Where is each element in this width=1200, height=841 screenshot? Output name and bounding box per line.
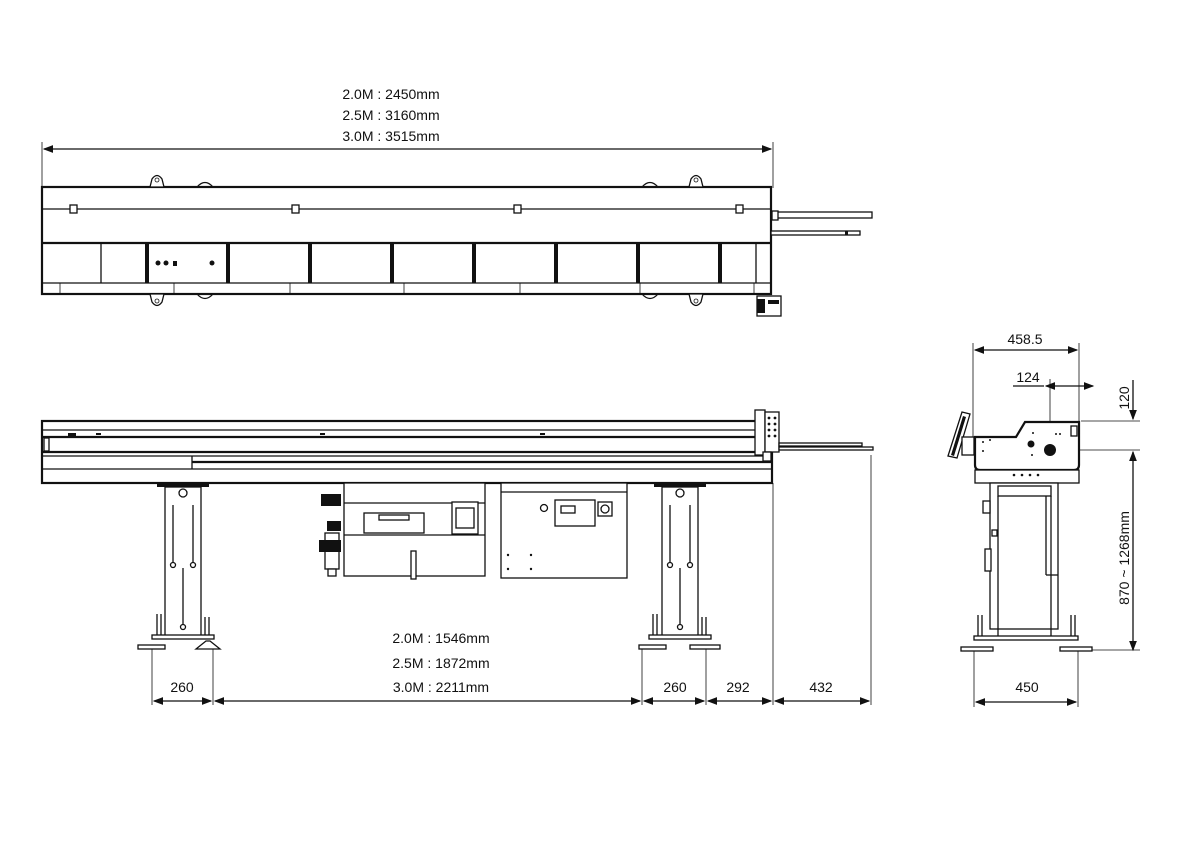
top-width-label: 458.5 <box>1007 331 1042 347</box>
left-leg-width-label: 260 <box>170 679 194 695</box>
front-head-unit <box>754 409 780 462</box>
spindle-offset-label: 124 <box>1016 369 1040 385</box>
side-column <box>982 482 1059 636</box>
pusher-rods <box>770 210 873 236</box>
height-range-label: 870 ~ 1268mm <box>1116 511 1132 605</box>
right-leg-width-label: 260 <box>663 679 687 695</box>
support-posts <box>100 243 757 283</box>
spindle-to-top-label: 120 <box>1116 386 1132 410</box>
top-view: 2.0M : 2450mm 2.5M : 3160mm 3.0M : 3515m… <box>40 86 873 317</box>
bar-extension-label: 432 <box>809 679 833 695</box>
leg-span-2-0m-label: 2.0M : 1546mm <box>392 630 489 646</box>
front-overhang-label: 292 <box>726 679 750 695</box>
control-cabinet <box>500 482 628 579</box>
leg-span-2-5m-label: 2.5M : 1872mm <box>392 655 489 671</box>
leg-span-3-0m-label: 3.0M : 2211mm <box>393 679 489 695</box>
operator-panel <box>947 411 975 459</box>
top-view-body <box>40 185 773 296</box>
overall-length-2-0m: 2.0M : 2450mm <box>342 86 439 102</box>
lifting-eyes <box>149 174 704 307</box>
electrical-cabinet <box>319 482 486 580</box>
side-view: 458.5 124 120 870 ~ 1268mm <box>947 331 1140 707</box>
left-leg <box>137 483 222 650</box>
front-view: 260 2.0M : 1546mm 2.5M : 1872mm 3.0M : 2… <box>40 409 874 705</box>
front-extension-lines <box>151 455 872 705</box>
base-width-label: 450 <box>1015 679 1039 695</box>
overall-length-2-5m: 2.5M : 3160mm <box>342 107 439 123</box>
rail-clamps <box>69 204 744 214</box>
right-leg <box>638 483 721 650</box>
side-feet <box>960 615 1093 652</box>
overall-length-dimension-line <box>41 142 774 188</box>
overall-length-3-0m: 3.0M : 3515mm <box>342 128 439 144</box>
control-panel-buttons <box>155 260 215 266</box>
front-bar-extension <box>778 442 874 451</box>
side-control-box <box>756 295 782 317</box>
side-head-profile <box>973 420 1081 472</box>
